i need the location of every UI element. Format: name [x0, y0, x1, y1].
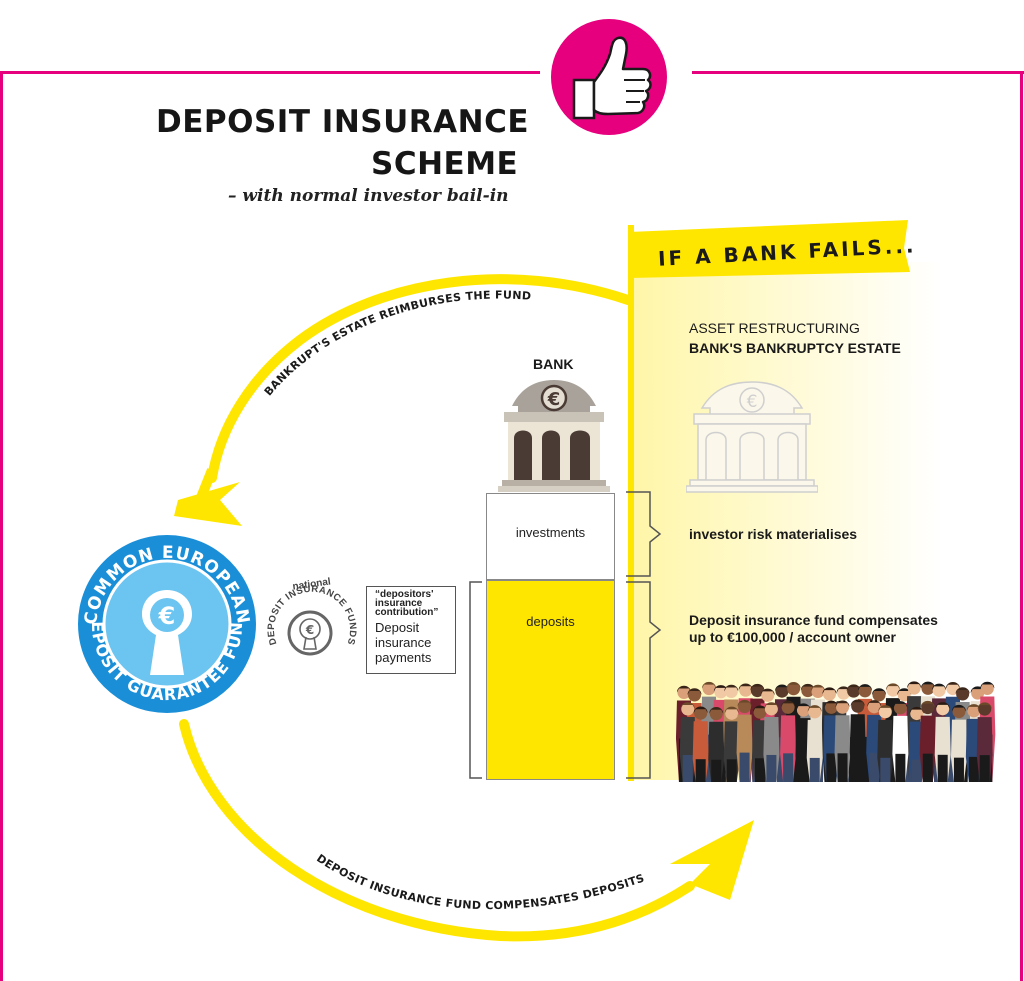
payments-quote-line1: “depositors': [375, 589, 434, 600]
person-figure: [934, 702, 951, 782]
payments-line2: insurance: [375, 635, 432, 650]
person-figure: [849, 699, 866, 782]
svg-text:€: €: [747, 392, 758, 412]
frame-right: [1020, 71, 1023, 981]
person-figure: [723, 706, 740, 782]
thumbs-up-icon: [551, 19, 667, 135]
svg-text:national: national: [292, 576, 332, 592]
frame-top-left: [0, 71, 540, 74]
page-subtitle: – with normal investor bail-in: [228, 186, 509, 206]
asset-restructuring-label: ASSET RESTRUCTURING: [689, 320, 860, 336]
payments-line3: payments: [375, 650, 432, 665]
payments-quote-line2: insurance: [375, 598, 423, 609]
svg-text:€: €: [158, 602, 176, 630]
if-bank-fails-flag: IF A BANK FAILS...: [628, 220, 913, 278]
page-title-line2: SCHEME: [371, 146, 519, 182]
person-figure: [708, 706, 725, 782]
investments-label: investments: [515, 525, 586, 540]
payments-line1: Deposit: [375, 620, 420, 635]
payments-box: [366, 586, 456, 674]
svg-text:€: €: [547, 389, 561, 410]
page-title-line1: DEPOSIT INSURANCE: [156, 104, 529, 140]
national-funds-badge: DEPOSIT INSURANCE FUNDS national €: [266, 576, 358, 656]
frame-left: [0, 71, 3, 981]
deposits-label: deposits: [526, 614, 575, 629]
person-figure: [976, 702, 993, 782]
compensation-line2: up to €100,000 / account owner: [689, 629, 896, 645]
svg-text:€: €: [305, 623, 314, 637]
compensation-line1: Deposit insurance fund compensates: [689, 612, 938, 628]
payments-quote-line3: contribution”: [375, 607, 439, 618]
bankruptcy-estate-label: BANK'S BANKRUPTCY ESTATE: [689, 340, 901, 356]
flag-pole: [628, 225, 634, 781]
bankruptcy-bank-icon: €: [686, 381, 818, 493]
person-figure: [692, 706, 709, 782]
reimbursement-arrow: BANKRUPT'S ESTATE REIMBURSES THE FUND: [174, 274, 633, 526]
investments-box: [486, 493, 615, 580]
person-figure: [834, 700, 851, 782]
common-european-fund-badge: COMMON EUROPEAN DEPOSIT GUARANTEE FUND €: [76, 533, 256, 713]
compensation-arrow: DEPOSIT INSURANCE FUND COMPENSATES DEPOS…: [179, 719, 754, 942]
payments-text: Deposit insurance payments: [375, 620, 431, 665]
bank-label: BANK: [533, 356, 574, 372]
crowd-of-people-icon: [676, 681, 996, 782]
person-figure: [679, 702, 696, 782]
person-figure: [736, 699, 753, 782]
person-figure: [919, 700, 936, 782]
frame-top-right: [692, 71, 1024, 74]
person-figure: [892, 701, 909, 782]
person-figure: [780, 700, 797, 782]
stack-brackets: [469, 491, 662, 779]
person-figure: [763, 702, 780, 782]
person-figure: [877, 705, 894, 782]
payments-quote: “depositors' insurance contribution”: [375, 589, 439, 618]
bank-building-icon: €: [498, 380, 610, 492]
person-figure: [806, 705, 823, 782]
person-figure: [950, 704, 967, 782]
investor-risk-label: investor risk materialises: [689, 526, 858, 542]
deposits-box: [486, 580, 615, 780]
